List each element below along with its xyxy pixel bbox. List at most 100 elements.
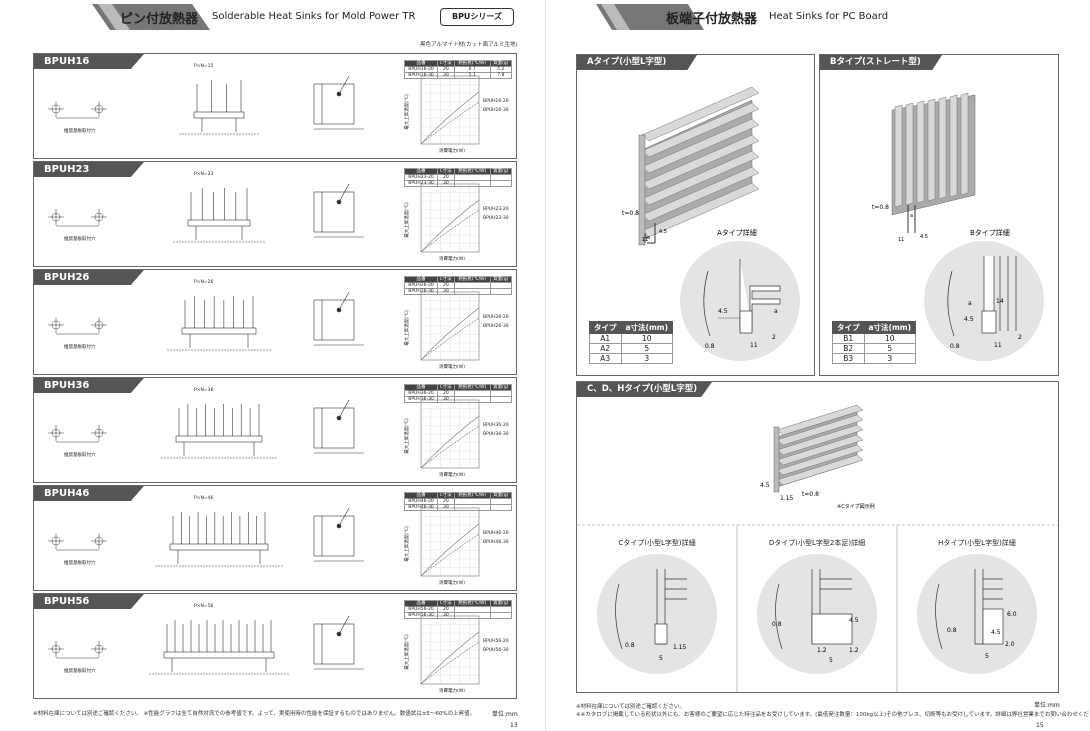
svg-text:2: 2 <box>772 334 776 341</box>
mount-hole-caption: 推奨基板取付穴 <box>64 345 96 350</box>
svg-text:1.15: 1.15 <box>673 644 687 651</box>
svg-text:2: 2 <box>1018 334 1022 341</box>
detail-circle-c: 0.8 1.15 5 <box>597 554 717 674</box>
left-header: ピン付放熱器 Solderable Heat Sinks for Mold Po… <box>0 0 545 36</box>
graph-ylabel: 最大上昇温度(℃) <box>404 418 410 454</box>
front-view-drawing <box>161 404 277 459</box>
graph-legend-item: BPUH36-20 <box>483 423 509 428</box>
mount-hole-caption: 推奨基板取付穴 <box>64 669 96 674</box>
graph-legend-item: BPUH46-30 <box>483 540 509 545</box>
left-page-number: 13 <box>510 722 518 729</box>
page-title-en: Solderable Heat Sinks for Mold Power TR <box>212 11 416 22</box>
svg-text:4.5: 4.5 <box>659 229 667 235</box>
svg-text:a: a <box>910 213 913 219</box>
graph-xlabel: 消費電力(W) <box>439 689 465 694</box>
side-view-drawing <box>313 399 364 454</box>
type-d-caption: Dタイプ(小型L字型2本足)詳細 <box>768 539 866 547</box>
svg-text:5: 5 <box>985 653 989 660</box>
type-c-caption: Cタイプ(小型L字型)詳細 <box>618 539 696 547</box>
svg-text:6.0: 6.0 <box>1007 611 1017 618</box>
graph-legend-item: BPUH16-30 <box>483 108 509 113</box>
svg-text:11: 11 <box>994 342 1002 349</box>
right-page: 板端子付放熱器 Heat Sinks for PC Board Aタイプ(小型L… <box>545 0 1090 731</box>
graph-legend-item: BPUH56-20 <box>483 639 509 644</box>
thickness-label-b: t=0.8 <box>872 204 889 211</box>
right-page-number: 15 <box>1036 722 1044 729</box>
svg-text:0.8: 0.8 <box>772 621 782 628</box>
type-b-drawing: t=0.8 a 4.5 11 Bタイプ詳細 <box>872 92 1010 243</box>
panel-model-tag: BPUH46 <box>34 486 144 501</box>
front-view-drawing <box>179 80 259 135</box>
mount-hole-drawing <box>48 641 107 659</box>
header-ribbon <box>596 4 704 30</box>
graph-xlabel: 消費電力(W) <box>439 473 465 478</box>
left-unit: 単位:mm <box>492 711 518 718</box>
detail-circle-d: 0.8 1.2 4.5 5 1.2 <box>757 554 877 674</box>
graph-ylabel: 最大上昇温度(℃) <box>404 94 410 130</box>
thermal-graph <box>420 75 480 145</box>
mount-hole-drawing <box>48 533 107 551</box>
svg-text:4.5: 4.5 <box>920 234 928 240</box>
thermal-graph <box>420 507 480 577</box>
mount-hole-drawing <box>48 101 107 119</box>
pitch-dimension-label: P×N=46 <box>194 496 214 501</box>
detail-circle-a: 4.5 0.8 11 2 a <box>680 241 800 361</box>
left-footnote: ※材料在庫については別途ご確認ください。 ※性能グラフは全て自然対流での参考値で… <box>33 711 476 717</box>
svg-text:4.5: 4.5 <box>991 629 1001 636</box>
right-unit: 単位:mm <box>1034 702 1060 709</box>
svg-text:4.5: 4.5 <box>718 308 728 315</box>
svg-text:11: 11 <box>750 342 758 349</box>
iso-caption: ※Cタイプ図示例 <box>837 503 875 510</box>
right-header: 板端子付放熱器 Heat Sinks for PC Board <box>546 0 1090 36</box>
side-view-drawing <box>313 75 364 130</box>
thermal-graph <box>420 183 480 253</box>
detail-caption-a: Aタイプ詳細 <box>717 228 757 237</box>
detail-circle-b: 14 a 4.5 0.8 11 2 <box>924 241 1044 361</box>
panel-drawings <box>48 291 480 361</box>
mount-hole-caption: 推奨基板取付穴 <box>64 237 96 242</box>
svg-text:0.8: 0.8 <box>625 642 635 649</box>
side-view-drawing <box>313 291 364 346</box>
graph-xlabel: 消費電力(W) <box>439 365 465 370</box>
pitch-dimension-label: P×N=36 <box>194 388 214 393</box>
graph-ylabel: 最大上昇温度(℃) <box>404 202 410 238</box>
left-page: ピン付放熱器 Solderable Heat Sinks for Mold Po… <box>0 0 545 729</box>
panel-model-tag: BPUH23 <box>34 162 144 177</box>
pitch-dimension-label: P×N=15 <box>194 64 214 69</box>
panel-drawings <box>48 399 480 469</box>
graph-xlabel: 消費電力(W) <box>439 581 465 586</box>
panel-model-tag: BPUH36 <box>34 378 144 393</box>
svg-text:a: a <box>968 300 972 307</box>
mount-hole-caption: 推奨基板取付穴 <box>64 561 96 566</box>
graph-legend-item: BPUH46-20 <box>483 531 509 536</box>
pitch-dimension-label: P×N=56 <box>194 604 214 609</box>
page-title-jp: ピン付放熱器 <box>120 12 199 27</box>
panel-drawings <box>48 183 480 253</box>
mount-hole-drawing <box>48 317 107 335</box>
series-badge: BPUシリーズ <box>440 8 514 26</box>
pitch-dimension-label: P×N=23 <box>194 172 214 177</box>
thermal-graph <box>420 291 480 361</box>
graph-ylabel: 最大上昇温度(℃) <box>404 310 410 346</box>
graph-xlabel: 消費電力(W) <box>439 257 465 262</box>
svg-text:a: a <box>774 308 778 315</box>
mount-hole-caption: 推奨基板取付穴 <box>64 129 96 134</box>
panel-drawings <box>48 507 480 577</box>
thickness-label-cdh: t=0.8 <box>802 491 819 498</box>
front-view-drawing <box>173 188 265 243</box>
type-cdh-tag: C、D、Hタイプ(小型L字型) <box>577 382 712 397</box>
front-view-drawing <box>149 620 289 675</box>
